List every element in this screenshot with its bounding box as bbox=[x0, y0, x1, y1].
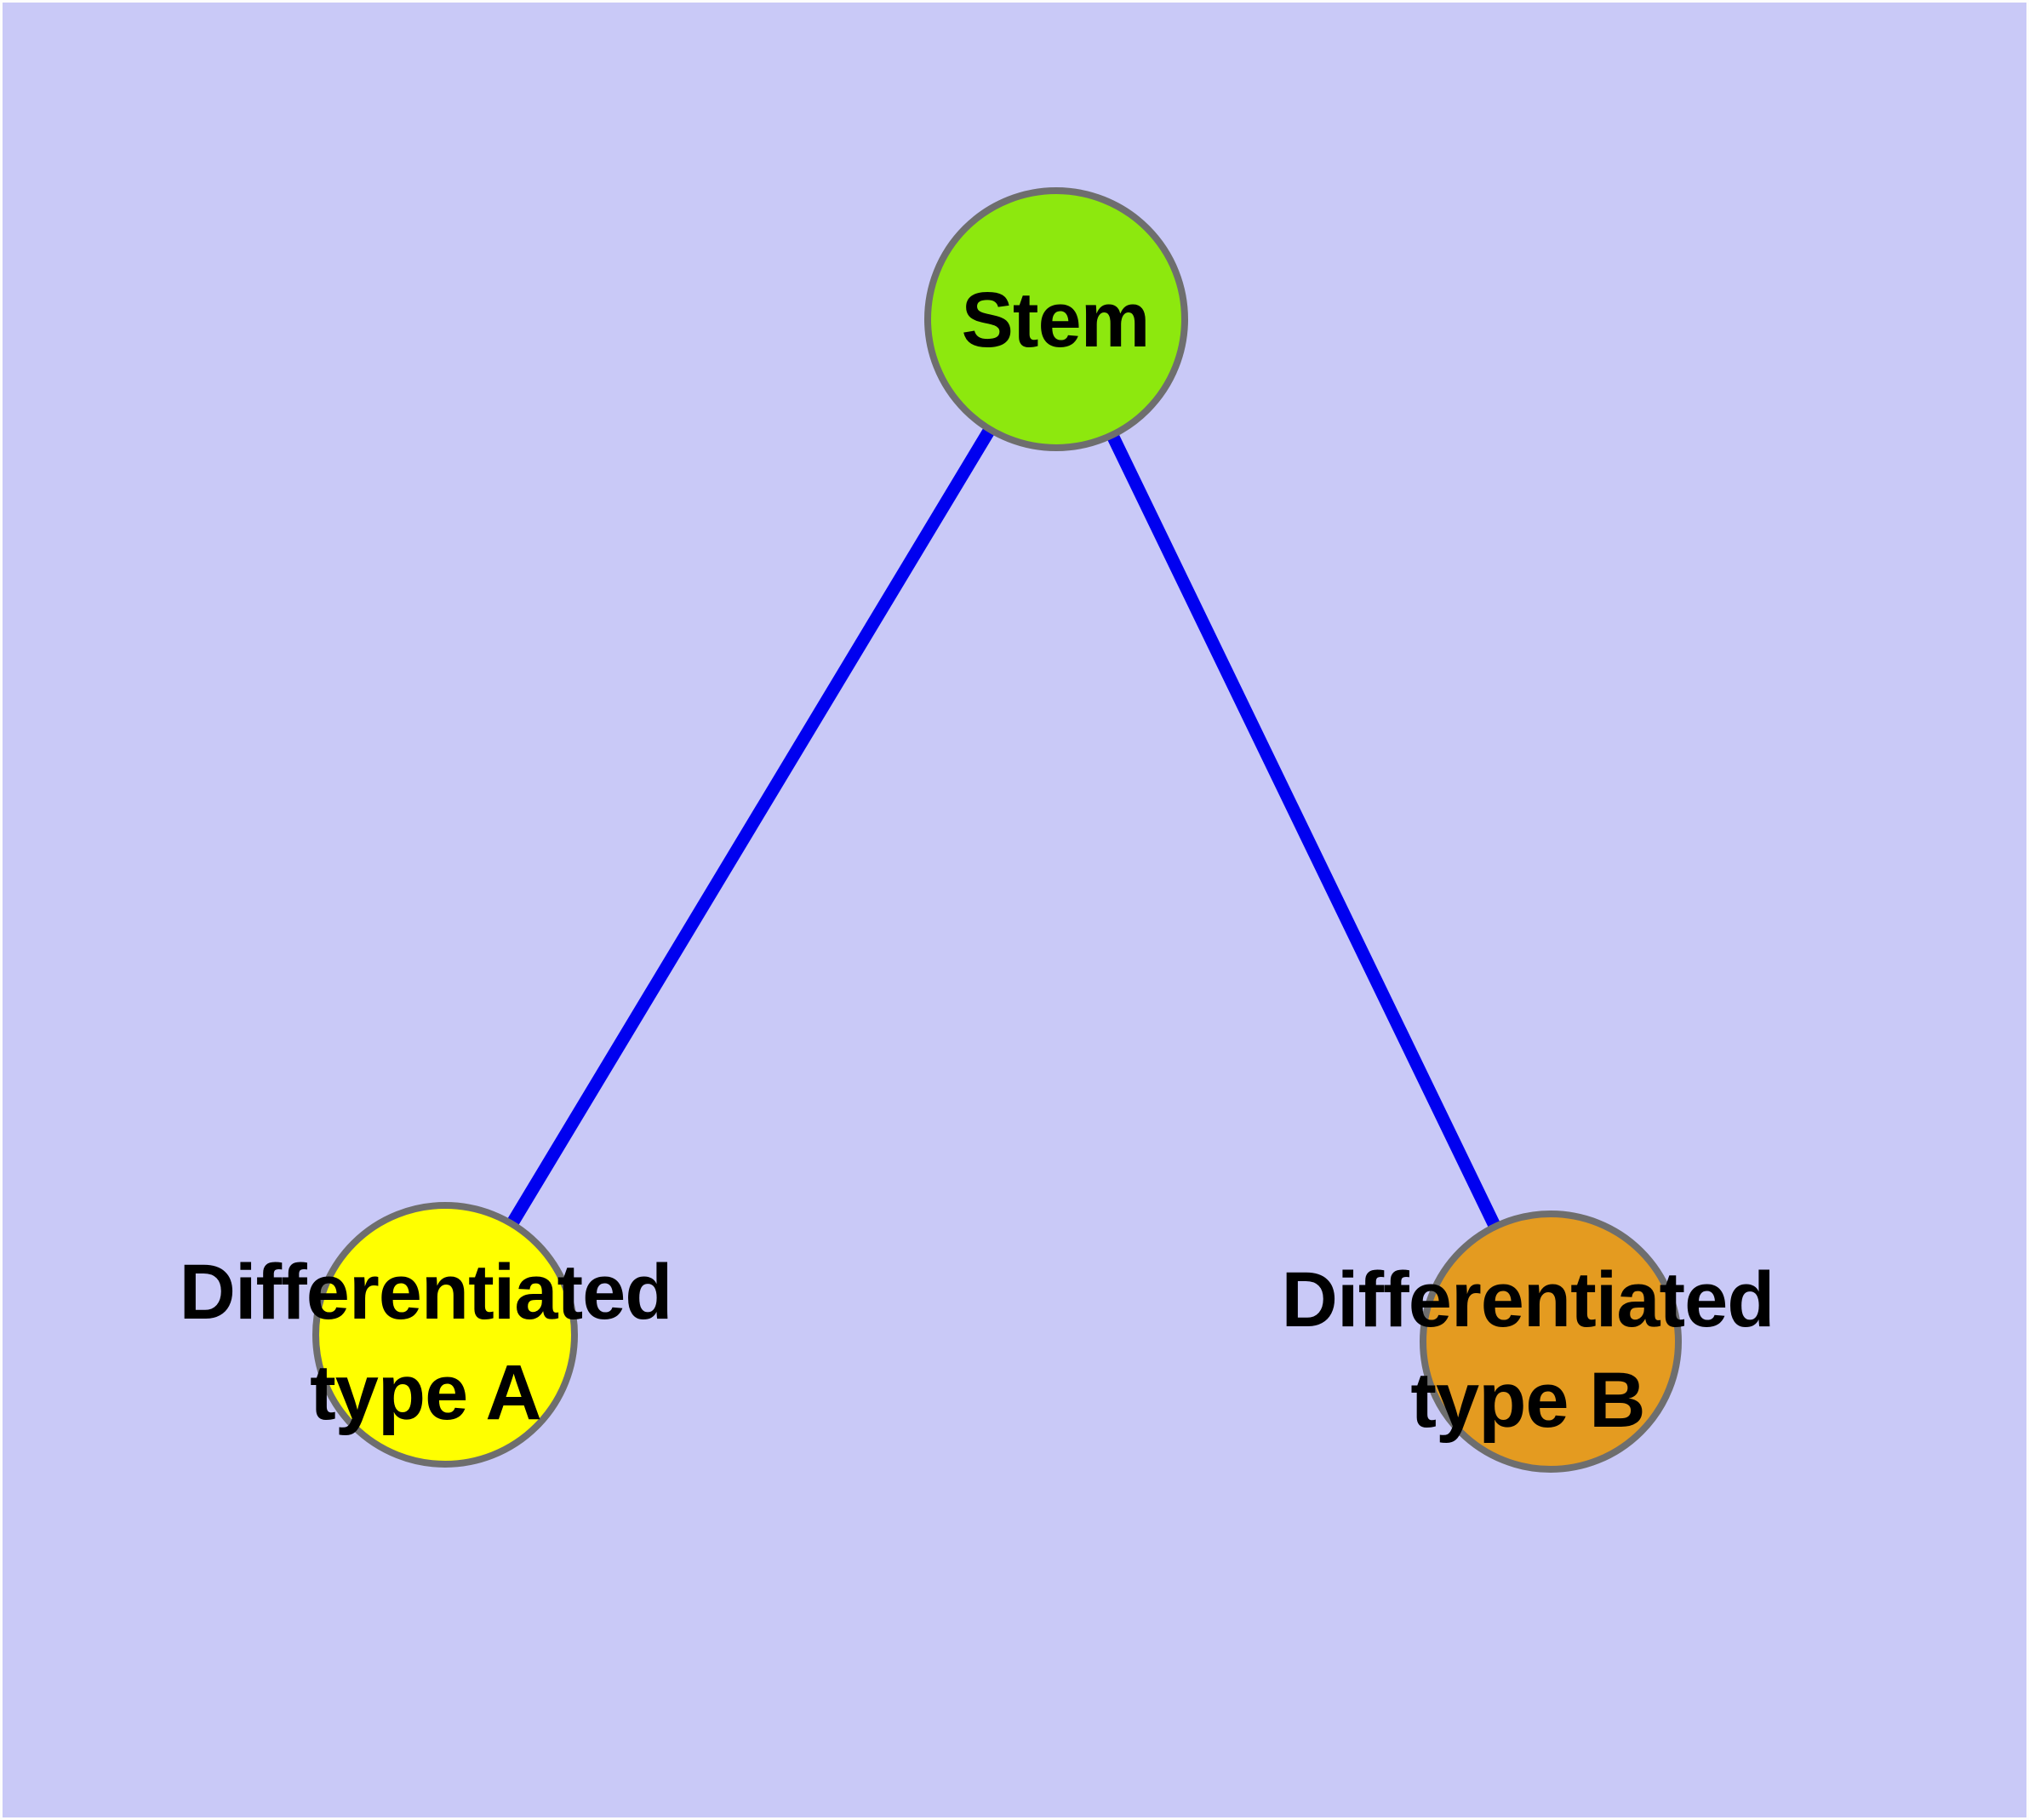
node-type-b-circle bbox=[1420, 1210, 1682, 1473]
node-type-b-label: Differentiated type B bbox=[1281, 1256, 1775, 1444]
node-type-a-circle bbox=[312, 1202, 578, 1468]
edge-stem-to-type-b bbox=[1050, 316, 1557, 1345]
edge-stem-to-type-a bbox=[439, 316, 1062, 1338]
graph-svg bbox=[312, 187, 1682, 1473]
node-stem-label: Stem bbox=[961, 277, 1151, 363]
node-stem-circle bbox=[924, 187, 1188, 451]
node-type-a-label: Differentiated type A bbox=[179, 1249, 673, 1436]
